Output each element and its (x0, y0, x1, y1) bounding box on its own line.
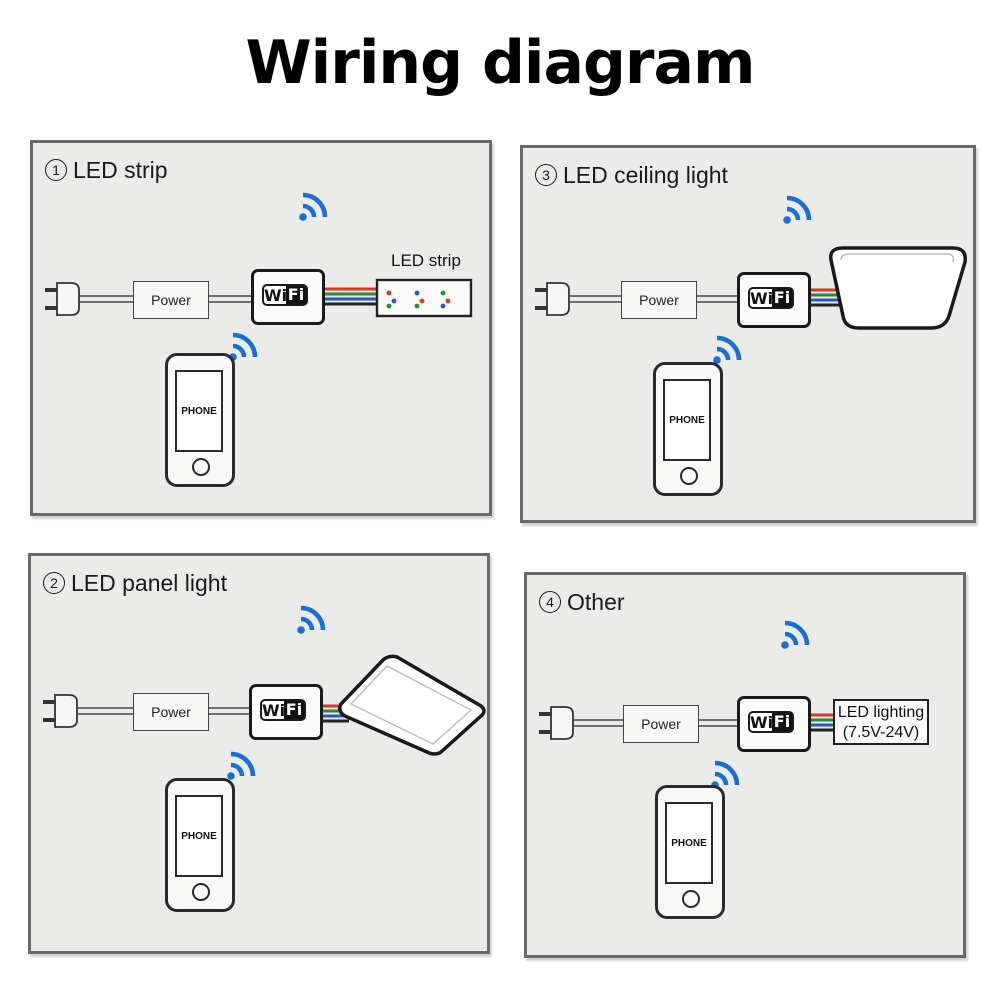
wiring-lines (539, 706, 833, 740)
home-button-icon (680, 467, 698, 485)
wifi-signal-icon (783, 195, 812, 224)
plug-icon (45, 282, 80, 316)
panel-title: LED panel light (71, 570, 227, 596)
power-supply: Power (621, 281, 697, 319)
panel-number: 3 (535, 164, 557, 186)
wiring-lines (535, 246, 967, 330)
rgb-wires (809, 713, 833, 732)
phone-icon: PHONE (653, 362, 723, 496)
plug-icon (535, 282, 570, 316)
plug-icon (539, 706, 574, 740)
device-label-line1: LED lighting (837, 704, 925, 721)
rgb-wires (809, 288, 841, 307)
plug-icon (43, 694, 78, 728)
power-supply: Power (623, 705, 699, 743)
panel-light-device (337, 654, 486, 756)
wifi-signal-icon (299, 192, 328, 221)
panel-title: Other (567, 589, 625, 615)
rgb-wires (322, 287, 377, 306)
page-title: Wiring diagram (245, 28, 755, 98)
phone-label: PHONE (663, 379, 711, 461)
panel-heading: 4 Other (539, 589, 625, 616)
home-button-icon (192, 458, 210, 476)
panel-heading: 1 LED strip (45, 157, 168, 184)
home-button-icon (682, 890, 700, 908)
device-label: LED strip (391, 251, 461, 270)
panel-number: 4 (539, 591, 561, 613)
ceiling-light-device (829, 246, 967, 330)
phone-label: PHONE (665, 802, 713, 884)
panel-number: 2 (43, 572, 65, 594)
wifi-signal-icon (781, 620, 810, 649)
device-label-line2: (7.5V-24V) (842, 724, 920, 741)
panel-number: 1 (45, 159, 67, 181)
power-supply: Power (133, 281, 209, 319)
phone-label: PHONE (175, 795, 223, 877)
led-lighting-device: LED lighting (7.5V-24V) (833, 699, 929, 745)
panel-heading: 3 LED ceiling light (535, 162, 728, 189)
wiring-lines (43, 654, 486, 756)
phone-icon: PHONE (165, 353, 235, 487)
phone-icon: PHONE (165, 778, 235, 912)
panel-heading: 2 LED panel light (43, 570, 227, 597)
power-supply: Power (133, 693, 209, 731)
home-button-icon (192, 883, 210, 901)
wifi-signal-icon (297, 605, 326, 634)
phone-label: PHONE (175, 370, 223, 452)
wifi-signal-icon (227, 751, 256, 780)
wifi-signal-icon (713, 335, 742, 364)
phone-icon: PHONE (655, 785, 725, 919)
wiring-lines (45, 278, 473, 318)
led-strip-device (375, 278, 473, 318)
panel-title: LED ceiling light (563, 162, 728, 188)
panel-title: LED strip (73, 157, 168, 183)
